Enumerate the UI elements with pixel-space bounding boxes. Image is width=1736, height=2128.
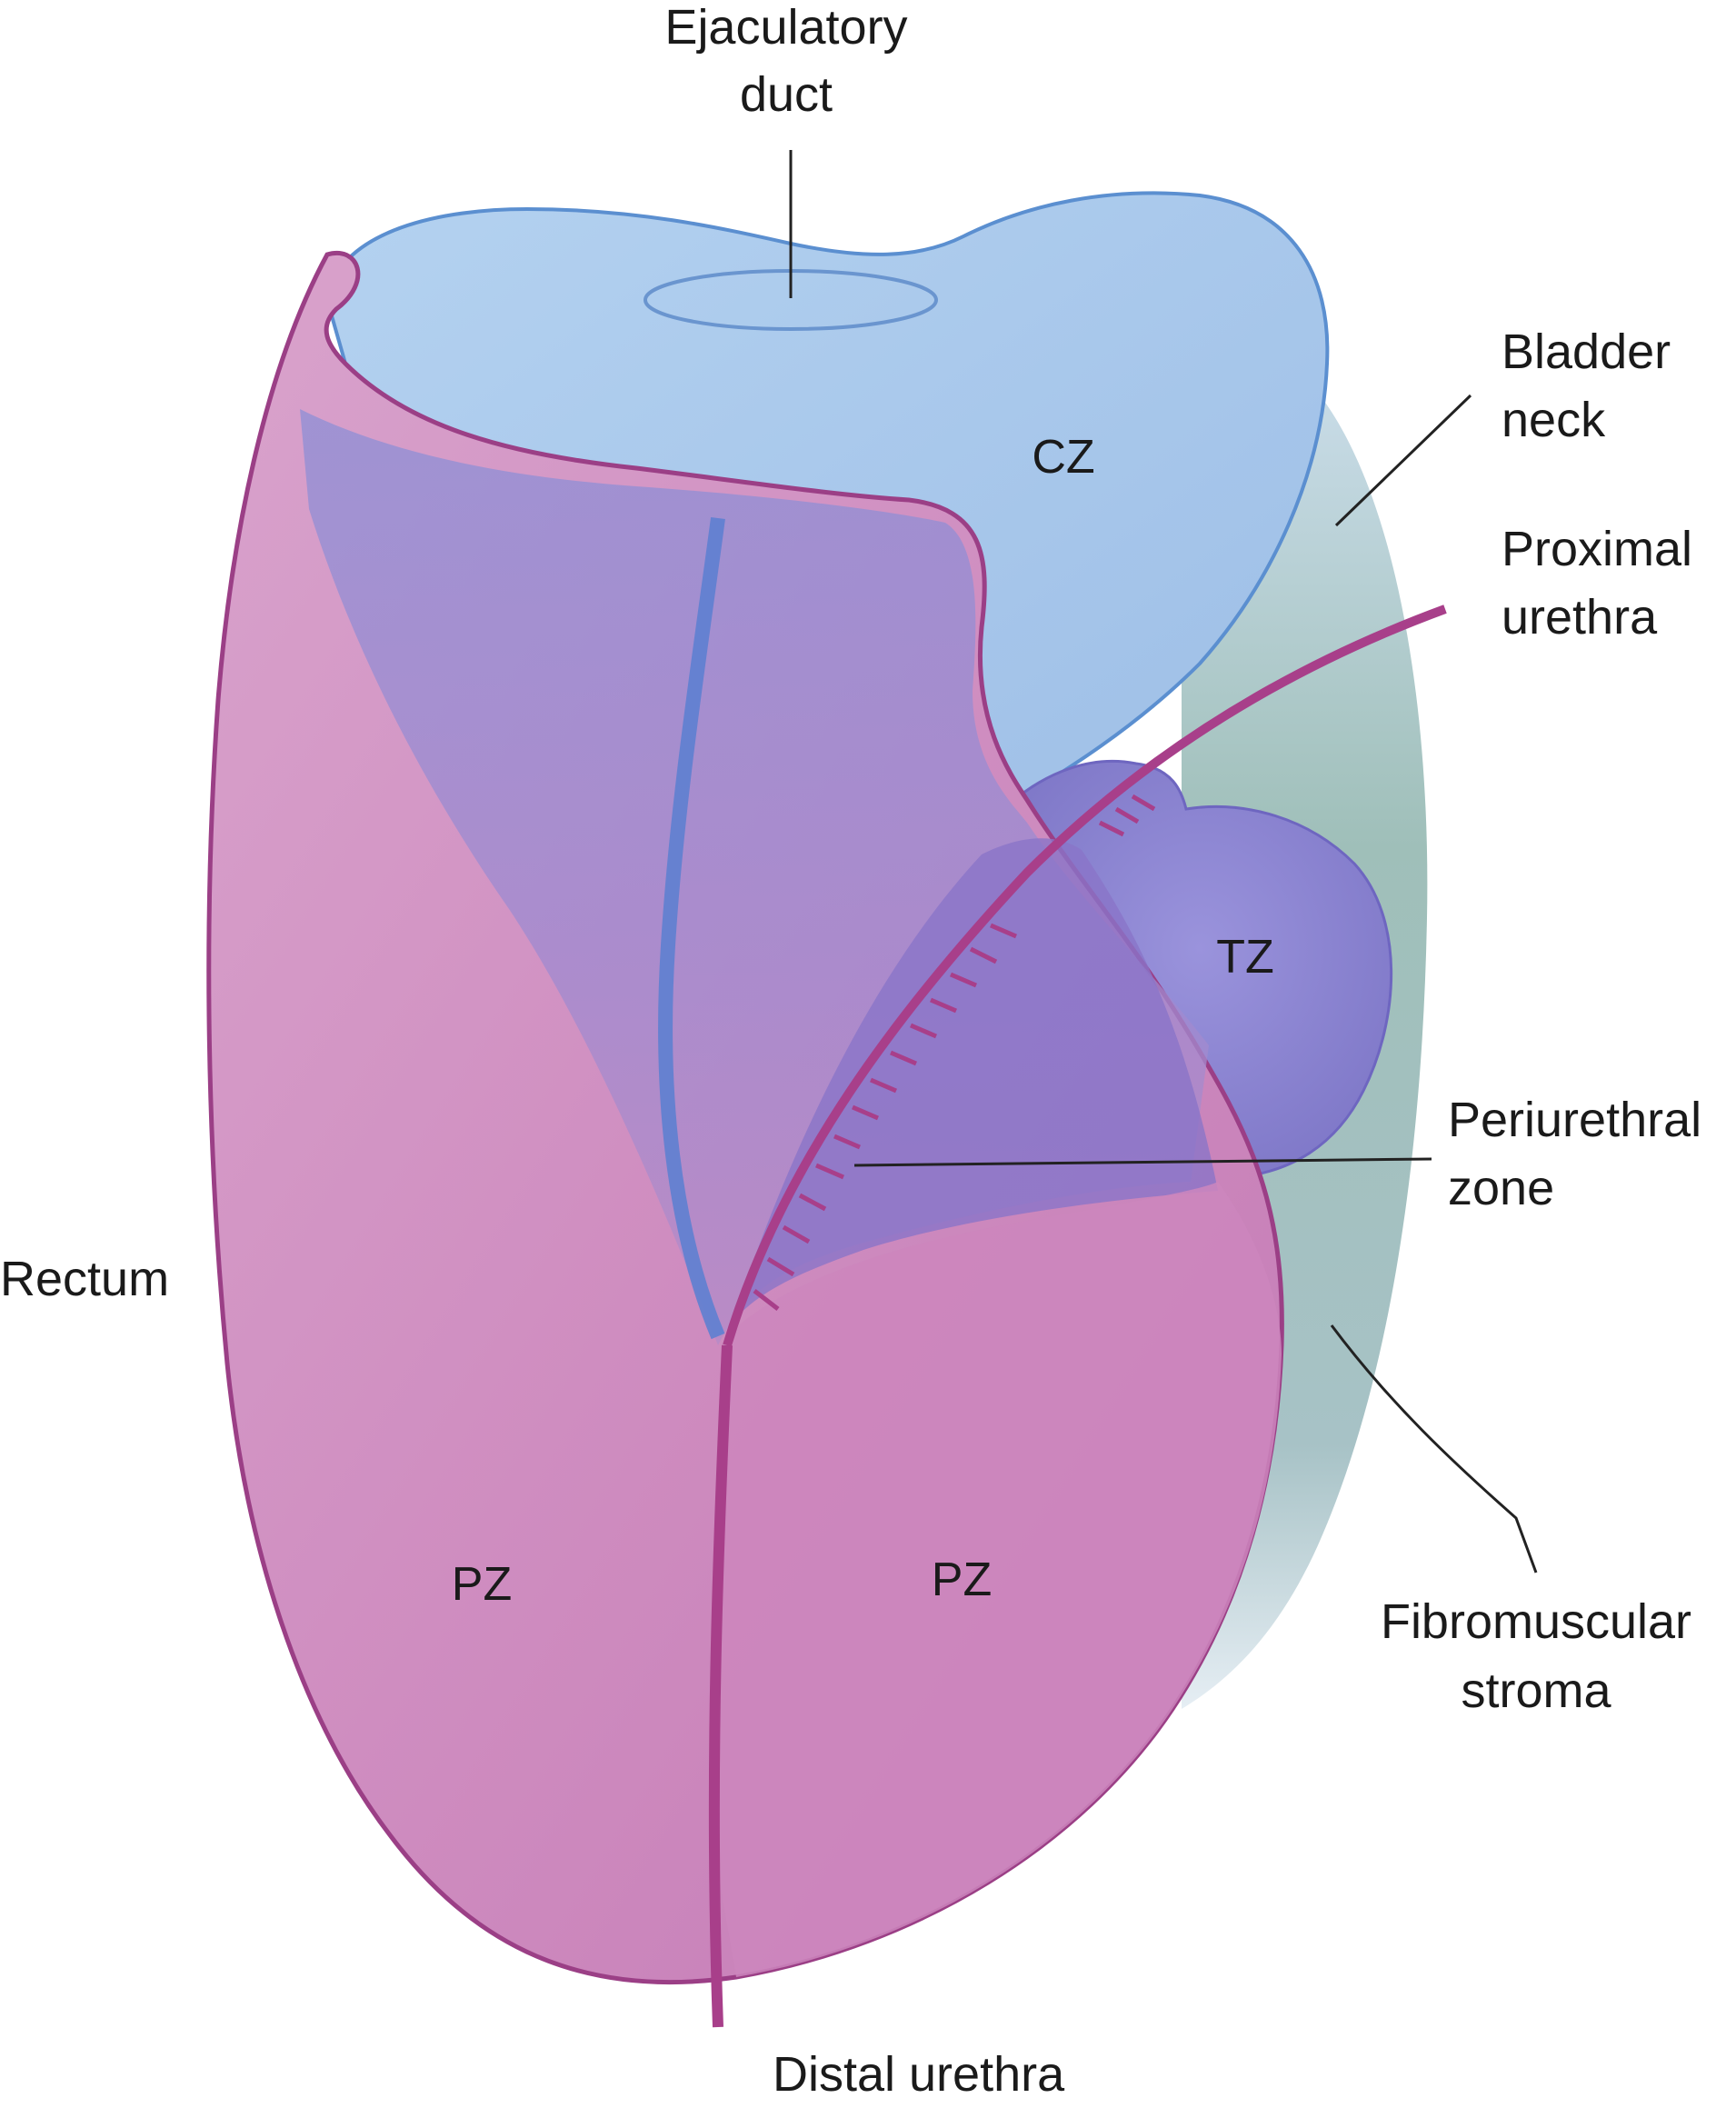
label-rectum: Rectum (0, 1252, 169, 1306)
ejaculatory-duct-channel (658, 516, 725, 1340)
leader-lines (789, 150, 1538, 1574)
label-ejaculatory-duct-line2: duct (740, 67, 833, 122)
label-ejaculatory-duct-line1: Ejaculatory (664, 0, 907, 55)
periurethral-glands-ticks (753, 794, 1156, 1311)
transition-zone-region (1007, 759, 1393, 1179)
label-fibromuscular-stroma-line2: stroma (1461, 1663, 1611, 1718)
label-proximal-urethra-line1: Proximal (1502, 522, 1692, 576)
urethra-line (708, 1344, 733, 2028)
label-periurethral-zone-line1: Periurethral (1448, 1093, 1701, 1147)
label-bladder-neck-line2: neck (1502, 393, 1606, 447)
zone-label-cz: CZ (1032, 431, 1094, 484)
label-periurethral-zone-line2: zone (1448, 1161, 1554, 1215)
zone-label-tz: TZ (1216, 931, 1274, 984)
periurethral-zone-region (732, 838, 1218, 1323)
label-distal-urethra: Distal urethra (773, 2047, 1065, 2102)
label-proximal-urethra-line2: urethra (1502, 590, 1658, 644)
zone-label-pz-right: PZ (932, 1554, 992, 1606)
zone-label-pz-left: PZ (452, 1558, 512, 1611)
label-bladder-neck-line1: Bladder (1502, 325, 1671, 379)
label-fibromuscular-stroma-line1: Fibromuscular (1381, 1594, 1691, 1649)
proximal-urethra-line (723, 604, 1447, 1347)
peripheral-zone-right-lobe (718, 1182, 1282, 1977)
